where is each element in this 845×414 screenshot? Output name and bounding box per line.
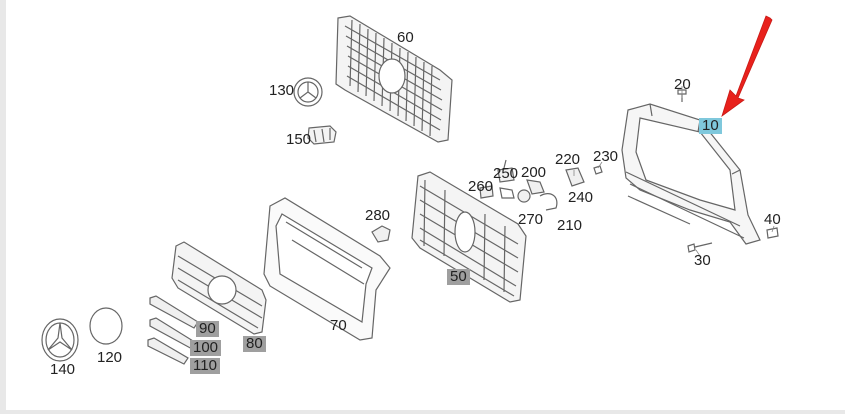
grille-50-drawing bbox=[411, 171, 527, 303]
label-260: 260 bbox=[468, 178, 494, 195]
emblem-disc-120-drawing bbox=[89, 307, 123, 345]
label-100: 100 bbox=[190, 340, 222, 356]
bracket-280-drawing bbox=[371, 225, 391, 243]
trim-strips-drawing bbox=[147, 295, 199, 365]
red-arrow-icon bbox=[721, 15, 773, 118]
label-10: 10 bbox=[699, 118, 722, 134]
clip-40-drawing bbox=[766, 227, 779, 239]
label-80: 80 bbox=[243, 336, 266, 352]
label-70: 70 bbox=[330, 317, 347, 334]
label-150: 150 bbox=[286, 131, 312, 148]
bolt-30-drawing bbox=[687, 242, 713, 253]
label-280: 280 bbox=[365, 207, 391, 224]
label-30: 30 bbox=[694, 252, 711, 269]
label-140: 140 bbox=[50, 361, 76, 378]
label-250: 250 bbox=[493, 165, 519, 182]
grille-80-drawing bbox=[171, 241, 267, 335]
label-110: 110 bbox=[190, 358, 220, 374]
frame-70-drawing bbox=[263, 197, 391, 341]
sensor-cluster-drawing bbox=[479, 159, 603, 211]
label-120: 120 bbox=[97, 349, 123, 366]
grille-60-drawing bbox=[335, 15, 453, 143]
label-220: 220 bbox=[555, 151, 581, 168]
label-210: 210 bbox=[557, 217, 583, 234]
label-50: 50 bbox=[447, 269, 470, 285]
label-90: 90 bbox=[196, 321, 219, 337]
label-20: 20 bbox=[674, 76, 691, 93]
label-200: 200 bbox=[521, 164, 547, 181]
label-270: 270 bbox=[518, 211, 544, 228]
label-130: 130 bbox=[269, 82, 295, 99]
support-frame-10-drawing bbox=[621, 103, 761, 245]
label-60: 60 bbox=[397, 29, 414, 46]
emblem-130-drawing bbox=[293, 77, 323, 107]
label-230: 230 bbox=[593, 148, 619, 165]
label-40: 40 bbox=[764, 211, 781, 228]
bracket-150-drawing bbox=[307, 125, 337, 145]
star-emblem-140-drawing bbox=[41, 318, 79, 362]
label-240: 240 bbox=[568, 189, 594, 206]
